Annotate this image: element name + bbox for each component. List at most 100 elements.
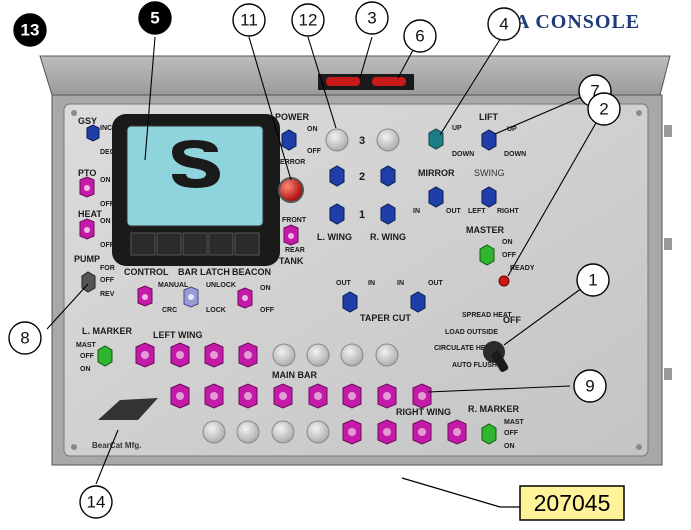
taper-cut-right-rocker[interactable] bbox=[410, 291, 426, 313]
control-label: CONTROL bbox=[124, 267, 169, 277]
main-bar-section-switch-8[interactable] bbox=[412, 383, 432, 409]
pto-label: PTO bbox=[78, 168, 96, 178]
right-wing-label: RIGHT WING bbox=[396, 407, 451, 417]
section-button-1[interactable] bbox=[272, 343, 296, 367]
beacon-off-label: OFF bbox=[260, 307, 275, 314]
beacon-label: BEACON bbox=[232, 267, 271, 277]
mode-selector-knob[interactable] bbox=[483, 341, 509, 373]
mirror-down-label: DOWN bbox=[452, 151, 474, 158]
softkey[interactable] bbox=[182, 232, 208, 256]
r-marker-mast-label: MAST bbox=[504, 419, 525, 426]
r-marker-rocker-switch[interactable] bbox=[481, 423, 497, 445]
pto-toggle-switch[interactable] bbox=[79, 176, 95, 198]
bar-latch-toggle-switch[interactable] bbox=[183, 286, 199, 308]
mirror-inout-rocker[interactable] bbox=[428, 186, 444, 208]
section-button-7[interactable] bbox=[271, 420, 295, 444]
right-wing-section-switch-1[interactable] bbox=[342, 419, 362, 445]
gsy-inc-label: INC bbox=[100, 125, 112, 132]
swing-right-label: RIGHT bbox=[497, 208, 520, 215]
mirror-updown-rocker[interactable] bbox=[428, 128, 444, 150]
swing-left-label: LEFT bbox=[468, 208, 486, 215]
main-bar-section-switch-4[interactable] bbox=[273, 383, 293, 409]
right-wing-section-switch-2[interactable] bbox=[377, 419, 397, 445]
r-marker-off-label: OFF bbox=[504, 430, 519, 437]
callout-number: 4 bbox=[499, 15, 508, 34]
gsy-dec-label: DEC bbox=[100, 149, 115, 156]
wing-button-3-left[interactable] bbox=[325, 128, 349, 152]
softkey[interactable] bbox=[208, 232, 234, 256]
main-bar-label: MAIN BAR bbox=[272, 370, 317, 380]
section-button-4[interactable] bbox=[375, 343, 399, 367]
screw bbox=[636, 444, 642, 450]
l-marker-off-label: OFF bbox=[80, 353, 95, 360]
master-rocker-switch[interactable] bbox=[479, 244, 495, 266]
main-bar-section-switch-6[interactable] bbox=[342, 383, 362, 409]
wing-button-3-right[interactable] bbox=[376, 128, 400, 152]
left-wing-switch-row bbox=[135, 342, 399, 368]
left-wing-section-switch-3[interactable] bbox=[204, 342, 224, 368]
lift-label: LIFT bbox=[479, 112, 498, 122]
power-off-label: OFF bbox=[307, 148, 322, 155]
section-button-5[interactable] bbox=[202, 420, 226, 444]
pump-label: PUMP bbox=[74, 254, 100, 264]
section-button-8[interactable] bbox=[306, 420, 330, 444]
selector-off-label: OFF bbox=[503, 315, 521, 325]
part-number: 207045 bbox=[534, 490, 611, 516]
part-number-tag bbox=[519, 485, 625, 521]
left-wing-section-switch-1[interactable] bbox=[135, 342, 155, 368]
section-button-6[interactable] bbox=[236, 420, 260, 444]
display-softkeys bbox=[130, 232, 260, 256]
softkey[interactable] bbox=[130, 232, 156, 256]
softkey[interactable] bbox=[156, 232, 182, 256]
tank-label: TANK bbox=[279, 256, 304, 266]
top-lamp-left bbox=[326, 77, 360, 86]
taper-cut-left-rocker[interactable] bbox=[342, 291, 358, 313]
main-bar-section-switch-2[interactable] bbox=[204, 383, 224, 409]
taper-cut-label: TAPER CUT bbox=[360, 313, 411, 323]
callout-13: 13 bbox=[13, 13, 47, 47]
main-bar-section-switch-1[interactable] bbox=[170, 383, 190, 409]
callout-number: 9 bbox=[585, 377, 594, 396]
heat-label: HEAT bbox=[78, 209, 102, 219]
position-1-label: 1 bbox=[359, 209, 365, 221]
right-wing-section-switch-4[interactable] bbox=[447, 419, 467, 445]
heat-toggle-switch[interactable] bbox=[79, 218, 95, 240]
main-bar-section-switch-5[interactable] bbox=[308, 383, 328, 409]
section-button-2[interactable] bbox=[306, 343, 330, 367]
swing-rocker[interactable] bbox=[481, 186, 497, 208]
softkey[interactable] bbox=[234, 232, 260, 256]
ready-indicator-lamp bbox=[498, 275, 510, 287]
left-wing-section-switch-4[interactable] bbox=[238, 342, 258, 368]
svg-text:BearCat Mfg.: BearCat Mfg. bbox=[92, 441, 141, 450]
r-marker-label: R. MARKER bbox=[468, 404, 519, 414]
l-wing-2-rocker[interactable] bbox=[329, 165, 345, 187]
tank-front-label: FRONT bbox=[282, 217, 307, 224]
l-marker-rocker-switch[interactable] bbox=[97, 345, 113, 367]
callout-1: 1 bbox=[576, 263, 610, 297]
section-button-3[interactable] bbox=[340, 343, 364, 367]
tank-toggle-switch[interactable] bbox=[283, 224, 299, 246]
power-rocker-switch[interactable] bbox=[281, 129, 297, 151]
taper-left-out-label: OUT bbox=[336, 280, 352, 287]
beacon-toggle-switch[interactable] bbox=[237, 287, 253, 309]
left-wing-section-switch-2[interactable] bbox=[170, 342, 190, 368]
side-bolt bbox=[664, 125, 672, 137]
gsy-rocker-switch[interactable] bbox=[86, 124, 100, 142]
r-wing-1-rocker[interactable] bbox=[380, 203, 396, 225]
bearcat-logo: BearCat Mfg. bbox=[92, 398, 158, 450]
screw bbox=[636, 110, 642, 116]
right-wing-section-switch-3[interactable] bbox=[412, 419, 432, 445]
main-bar-section-switch-7[interactable] bbox=[377, 383, 397, 409]
main-bar-section-switch-3[interactable] bbox=[238, 383, 258, 409]
r-wing-2-rocker[interactable] bbox=[380, 165, 396, 187]
pto-on-label: ON bbox=[100, 177, 111, 184]
callout-number: 12 bbox=[299, 11, 318, 30]
l-wing-1-rocker[interactable] bbox=[329, 203, 345, 225]
control-toggle-switch[interactable] bbox=[137, 285, 153, 307]
callout-number: 2 bbox=[599, 100, 608, 119]
side-bolt bbox=[664, 238, 672, 250]
lift-rocker-switch[interactable] bbox=[481, 129, 497, 151]
display-screen bbox=[126, 125, 264, 227]
